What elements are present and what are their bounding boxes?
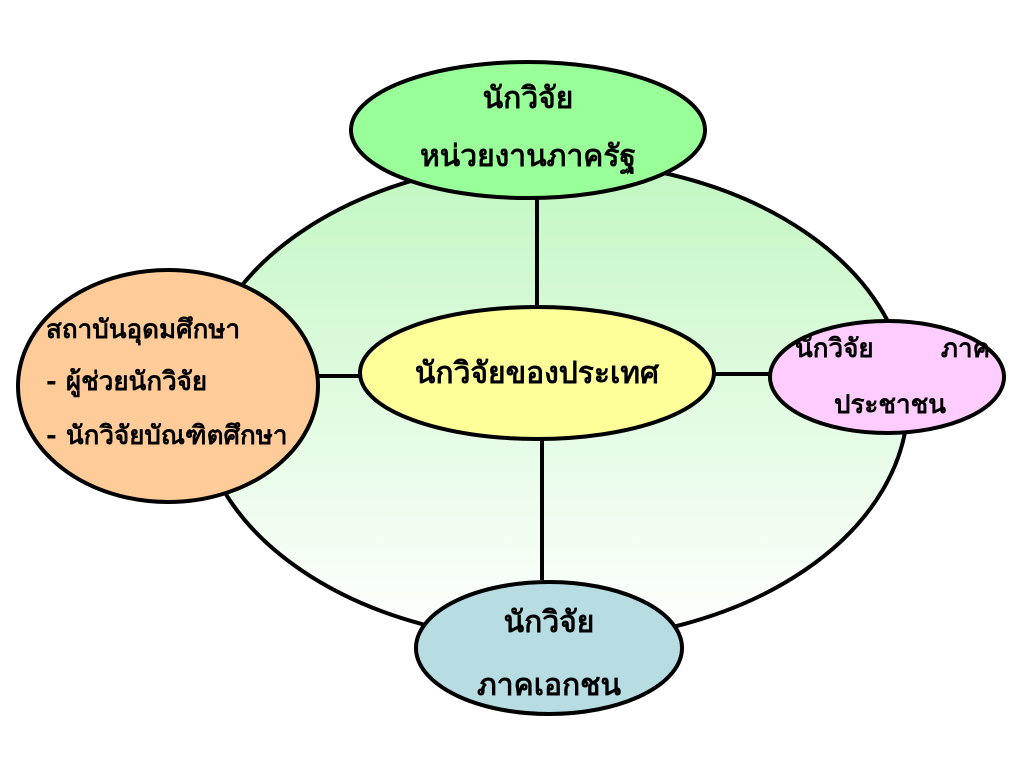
node-public-researchers: นักวิจัย ภาค ประชาชน [768,319,1006,435]
node-left-line2: - ผู้ช่วยนักวิจัย [46,367,207,398]
node-center-ellipse [358,305,716,441]
node-bottom-ellipse [414,580,684,716]
node-right-line1-a: นักวิจัย [795,334,874,364]
node-private-researchers: นักวิจัย ภาคเอกชน [414,580,684,716]
node-national-researchers: นักวิจัยของประเทศ [358,305,716,441]
node-government-researchers: นักวิจัย หน่วยงานภาครัฐ [349,60,707,200]
node-top-line2: หน่วยงานภาครัฐ [420,139,636,176]
node-left-line3: - นักวิจัยบัณฑิตศึกษา [46,421,288,451]
node-bottom-line1: นักวิจัย [504,605,595,640]
node-top-ellipse [349,60,707,200]
node-left-line1: สถาบันอุดมศึกษา [46,315,240,346]
node-top-line1: นักวิจัย [483,81,574,116]
node-bottom-line2: ภาคเอกชน [477,668,621,703]
node-left-ellipse [16,268,320,504]
node-right-line1-b: ภาค [941,334,990,364]
node-center-label: นักวิจัยของประเทศ [415,356,660,391]
node-right-ellipse [768,319,1006,435]
node-right-line2: ประชาชน [834,390,946,420]
node-higher-education: สถาบันอุดมศึกษา - ผู้ช่วยนักวิจัย - นักว… [16,268,320,504]
